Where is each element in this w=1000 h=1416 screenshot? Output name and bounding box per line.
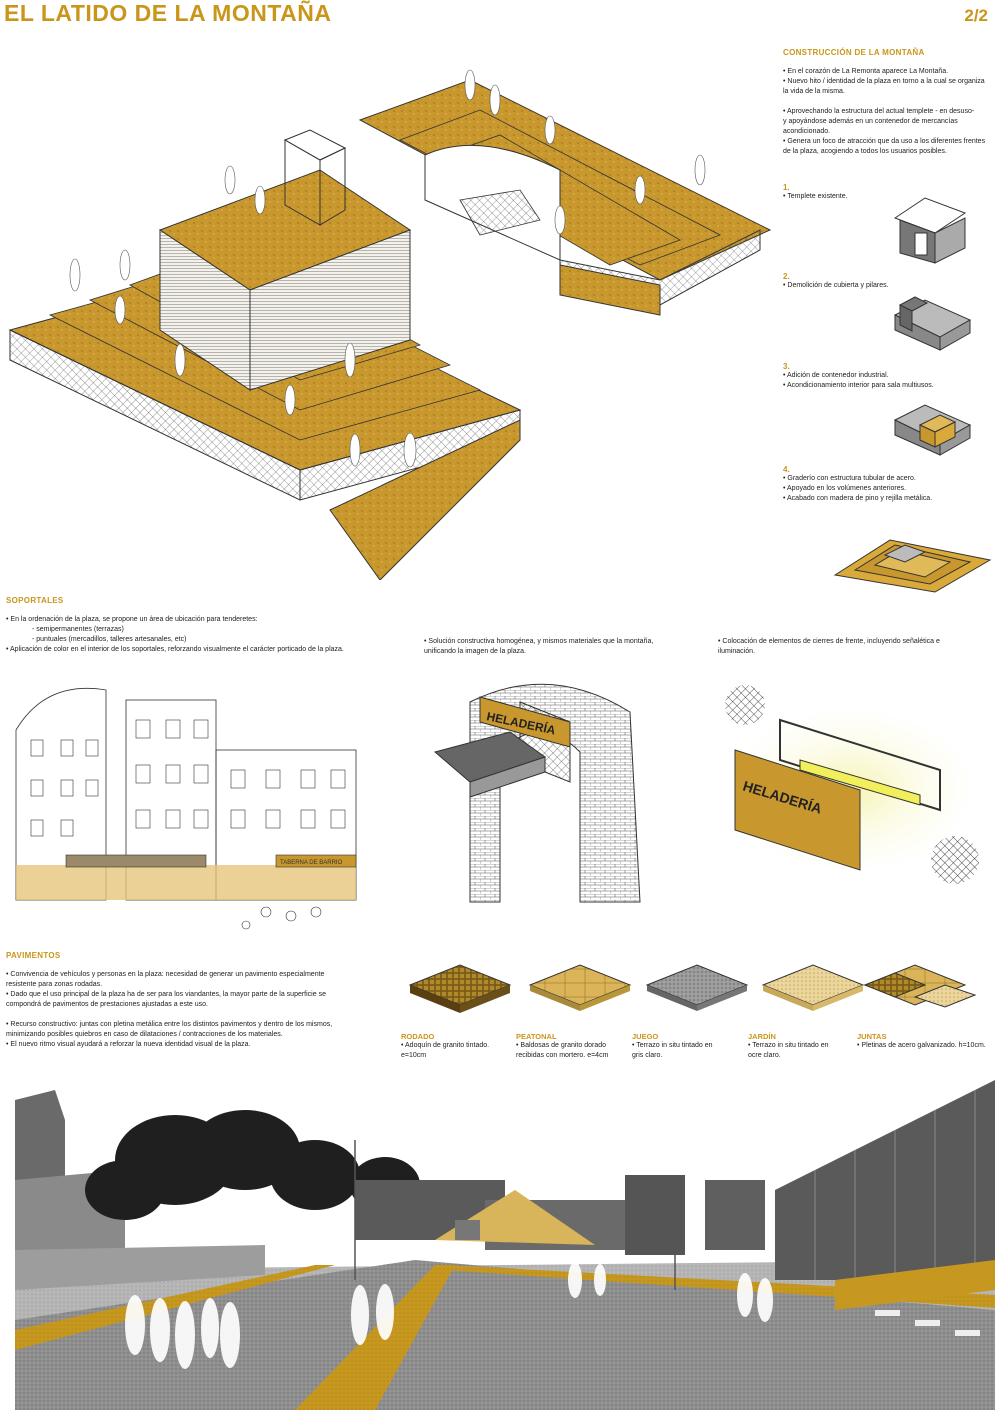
pavement-samples [408, 964, 977, 1013]
step-4-graderio-drawing [833, 539, 992, 593]
step-1-templete-drawing [893, 197, 967, 264]
soportales-street-sketch: TABERNA DE BARRIO [15, 687, 357, 930]
step-2-demolition-drawing [893, 296, 972, 351]
container-volume [158, 129, 412, 391]
mountain-axonometric-drawing [8, 69, 772, 580]
step-2: 2. • Demolición de cubierta y pilares. [783, 272, 889, 289]
tile-juego [645, 964, 749, 1011]
pav-item-juntas: JUNTAS • Pletinas de acero galvanizado. … [857, 1032, 986, 1049]
page-number: 2/2 [964, 6, 988, 25]
awning-label: TABERNA DE BARRIO [280, 860, 343, 866]
soportales-text: • En la ordenación de la plaza, se propo… [6, 616, 344, 653]
tile-juntas [863, 964, 977, 1008]
tile-jardin [761, 964, 865, 1011]
soportales-heading: SOPORTALES [6, 596, 64, 605]
soportales-col3-text: • Colocación de elementos de cierres de … [718, 638, 940, 655]
soportales-col2-text: • Solución constructiva homogénea, y mis… [424, 638, 654, 655]
pav-item-peatonal: PEATONAL • Baldosas de granito dorado re… [516, 1032, 609, 1059]
heladeria-arch-detail: HELADERÍA [433, 683, 641, 903]
pav-item-juego: JUEGO • Terrazo in situ tintado en gris … [632, 1032, 713, 1059]
pav-item-rodado: RODADO • Adoquín de granito tintado. e=1… [401, 1032, 490, 1059]
heladeria-lightbox-detail: HELADERÍA [725, 685, 979, 884]
tile-rodado [408, 964, 512, 1013]
page-title: EL LATIDO DE LA MONTAÑA [4, 0, 332, 26]
step-3-container-drawing [893, 404, 972, 456]
pavimentos-heading: PAVIMENTOS [6, 951, 61, 960]
plaza-perspective-render [15, 1080, 995, 1410]
construccion-text: • En el corazón de La Remonta aparece La… [783, 68, 986, 155]
construccion-heading: CONSTRUCCIÓN DE LA MONTAÑA [783, 48, 925, 57]
tile-peatonal [528, 964, 632, 1011]
people-silhouettes [69, 69, 706, 468]
pav-item-jardin: JARDÍN • Terrazo in situ tintado en ocre… [748, 1032, 829, 1059]
step-4: 4. • Graderío con estructura tubular de … [783, 465, 933, 502]
right-bleachers [358, 79, 772, 316]
step-3: 3. • Adición de contenedor industrial. •… [783, 362, 934, 389]
step-1: 1. • Templete existente. [783, 183, 848, 200]
pavimentos-text: • Convivencia de vehículos y personas en… [6, 971, 333, 1048]
